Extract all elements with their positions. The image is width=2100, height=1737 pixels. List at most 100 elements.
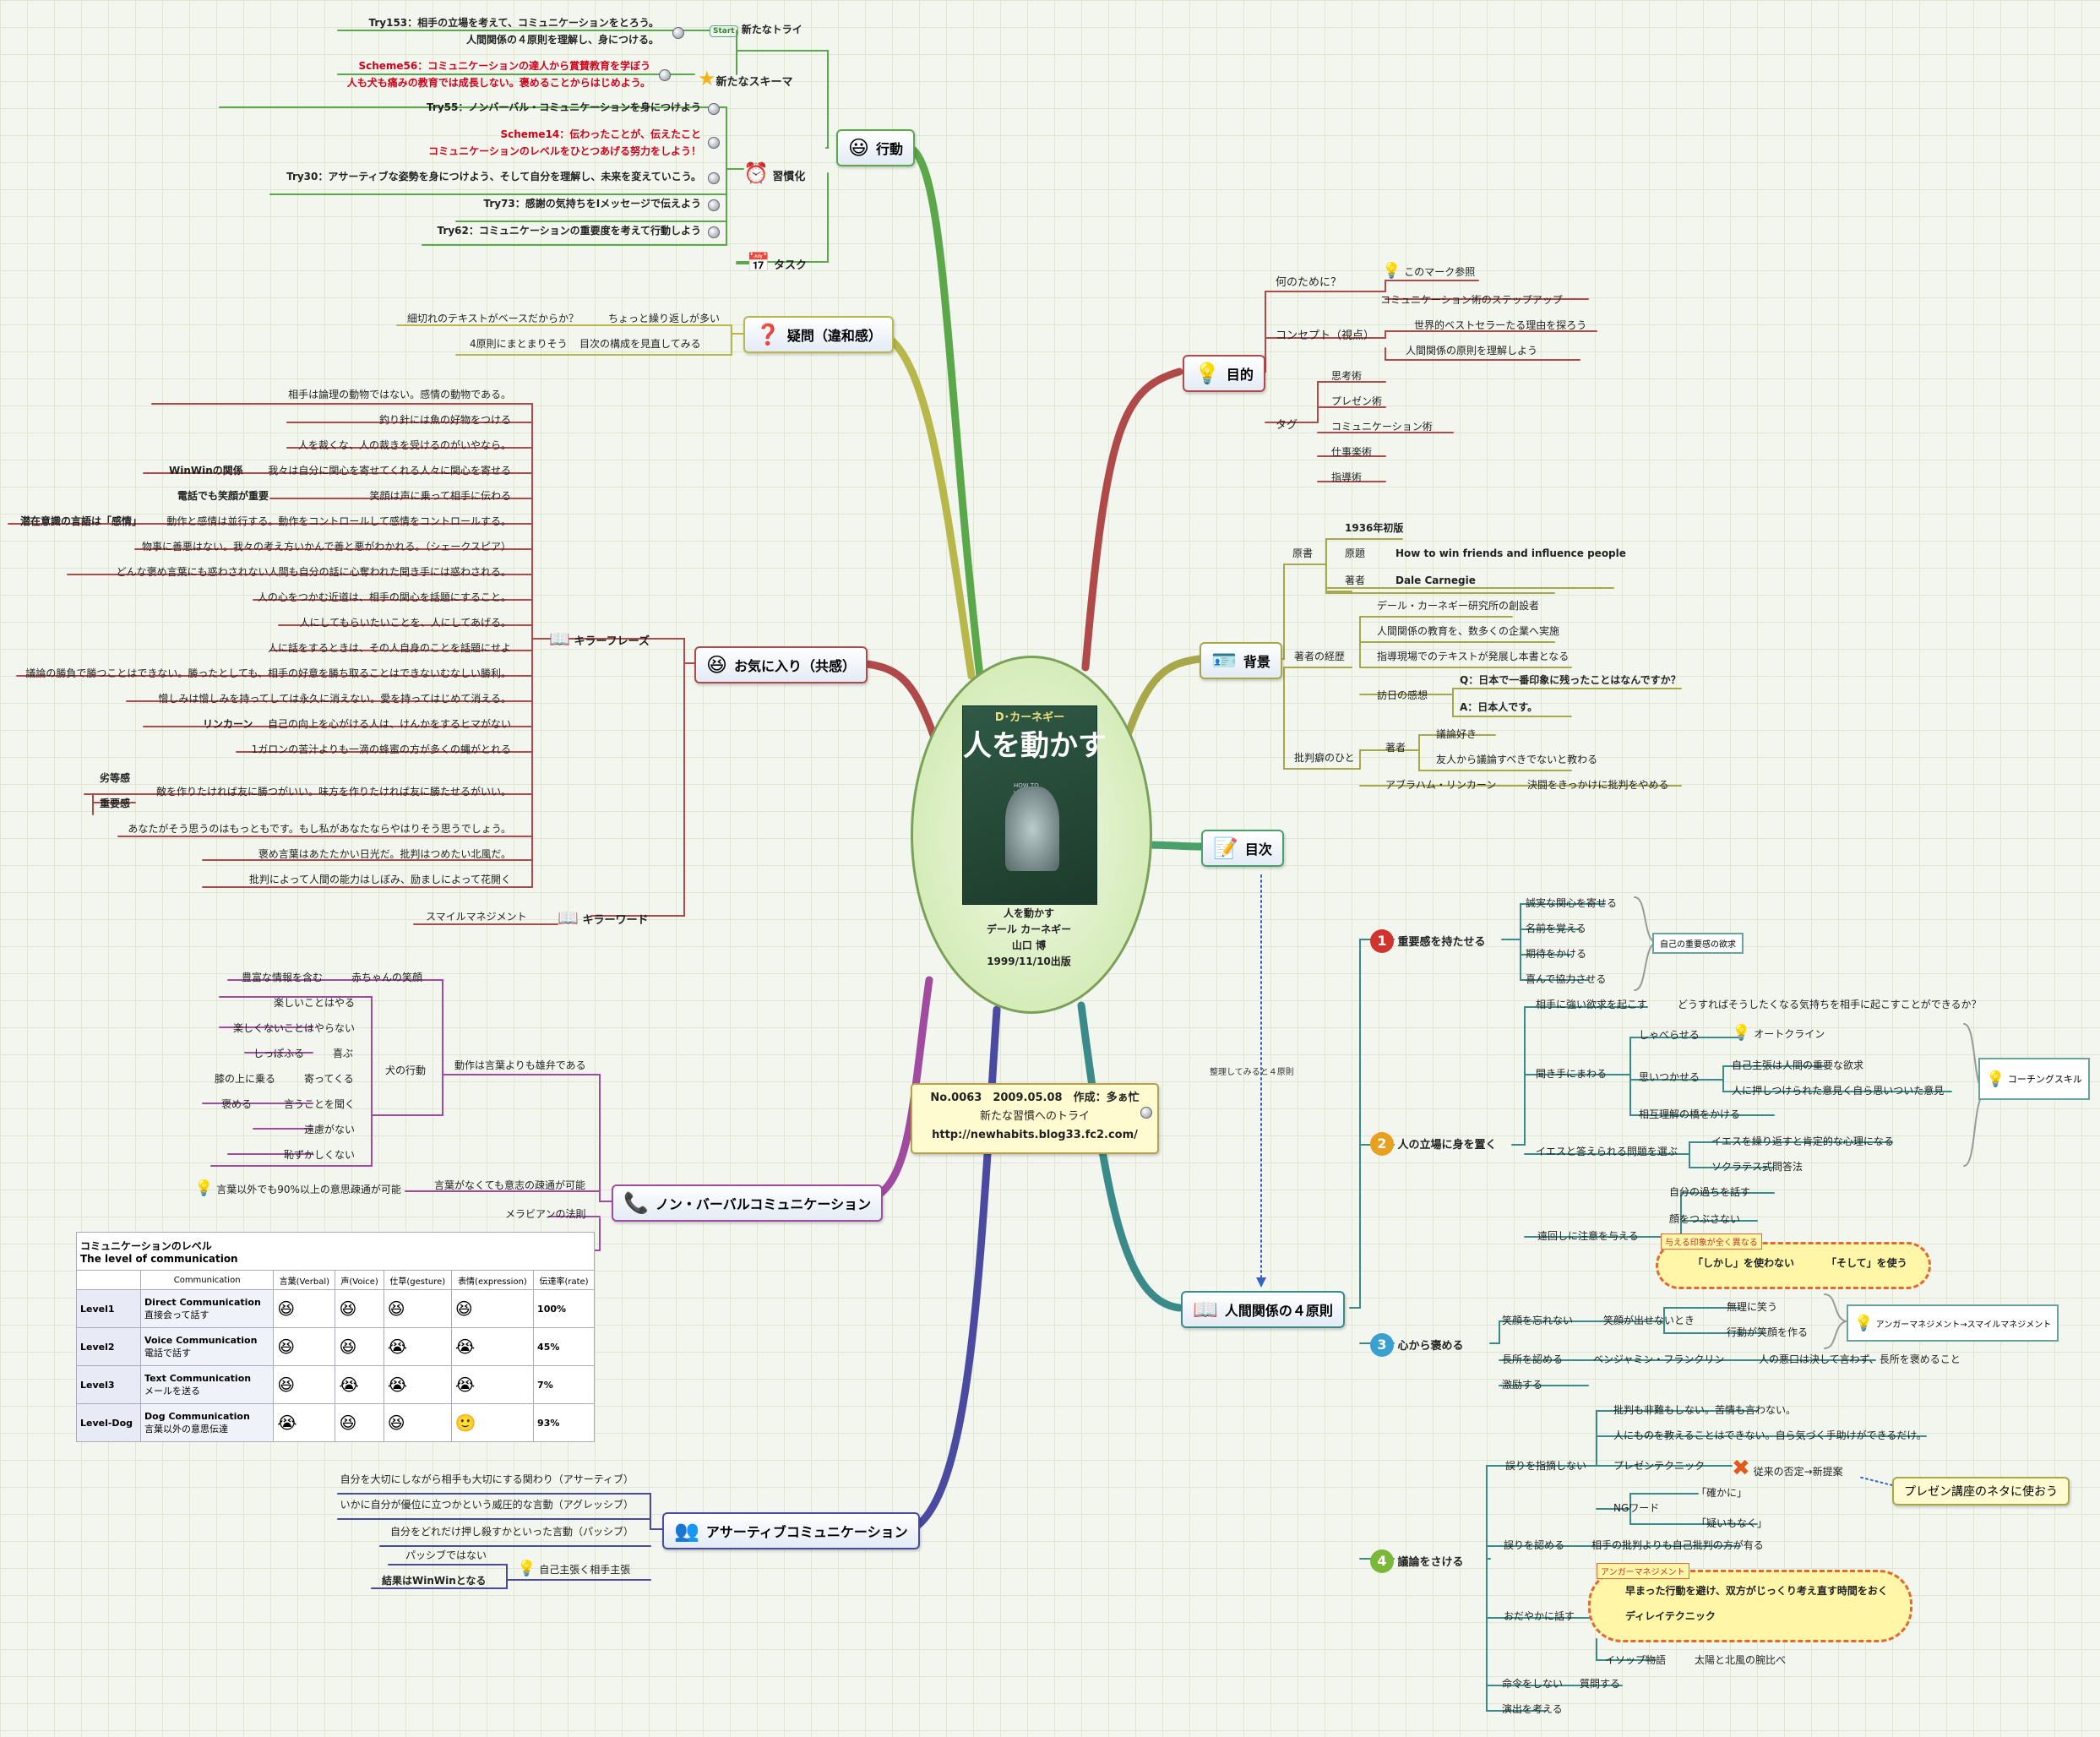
try153-line-2: 人間関係の４原則を理解し、身につける。 <box>465 34 659 46</box>
topic-background[interactable]: 🪪背景 <box>1200 642 1282 679</box>
mark: 😭 <box>335 1365 384 1404</box>
p4-anger-tag: アンガーマネジメント <box>1597 1563 1689 1579</box>
new-schema-label: ★新たなスキーマ <box>698 67 793 90</box>
level-table-title-en: The level of communication <box>80 1252 238 1265</box>
phrase-17: あなたがそう思うのはもっともです。もし私があなたならやはりそう思うでしょう。 <box>128 823 511 835</box>
mark: 😭 <box>450 1327 535 1366</box>
p3-act: 行動が笑顔を作る <box>1727 1326 1809 1338</box>
phrase-9: 人の心をつかむ近道は、相手の関心を話題にすること。 <box>257 591 511 603</box>
p2-cloud <box>1656 1242 1931 1289</box>
p2-yes-2: イエスを繰り返すと肯定的な心理になる <box>1711 1135 1894 1147</box>
book-icon: 📖 <box>1193 1298 1218 1321</box>
p1-item-4: 喜んで協力させる <box>1526 973 1607 985</box>
topic-question[interactable]: ❓疑問（違和感） <box>743 316 894 353</box>
comm-name: Voice Communication <box>144 1334 258 1346</box>
nonverbal-action: 動作は言葉よりも雄弁である <box>454 1059 586 1071</box>
presentation-note[interactable]: プレゼン講座のネタに使おう <box>1892 1477 2070 1506</box>
p4-ng: NGワード <box>1613 1502 1660 1514</box>
calendar-icon: 📅 <box>747 253 770 274</box>
p3-fake: 無理に笑う <box>1727 1301 1778 1313</box>
note-marker-icon <box>1140 1107 1152 1119</box>
p2-own: 人に押しつけられた意見く自ら思いついた意見 <box>1732 1085 1945 1097</box>
mark: 😭 <box>273 1403 336 1442</box>
scheme14-line-2: コミュニケーションのレベルをひとつあげる努力をしよう！ <box>428 145 701 157</box>
bulb-icon: 💡 <box>1194 362 1220 385</box>
dog-item-4: 喜ぶ <box>333 1048 354 1059</box>
assertive-item-3: 自分をどれだけ押し殺すかといった言動（パッシブ） <box>389 1526 634 1538</box>
mark: 😆 <box>450 1289 535 1328</box>
mark: 😆 <box>335 1289 384 1328</box>
topic-action[interactable]: 😃行動 <box>836 129 916 166</box>
book-icon: 📖 <box>549 629 570 649</box>
scheme56-line-1: Scheme56：コミュニケーションの達人から賞賛教育を学ぼう <box>358 60 650 72</box>
bg-original: 原書 <box>1292 547 1314 559</box>
bg-author: Dale Carnegie <box>1395 574 1476 586</box>
question-2-answer: 目次の構成を見直してみる <box>579 338 701 350</box>
p2-desire: 相手に強い欲求を起こす <box>1536 999 1647 1010</box>
phrase-13: 憎しみは憎しみを持ってしては永久に消えない。愛を持ってはじめて消える。 <box>158 693 511 705</box>
cross-icon: ✖ <box>1732 1456 1750 1481</box>
p4-cloud <box>1588 1570 1912 1642</box>
p4-ng-1: 「確かに」 <box>1696 1487 1748 1499</box>
bg-author-key: 著者 <box>1345 574 1366 586</box>
mehrabian: メラビアンの法則 <box>505 1208 586 1220</box>
principle-1: 1 重要感を持たせる <box>1370 929 1486 953</box>
central-line-3: 山口 博 <box>1011 939 1047 951</box>
comm-sub: 言葉以外の意思伝達 <box>144 1423 229 1435</box>
people-icon: 👥 <box>674 1519 699 1543</box>
killer-words-label: 📖 キラーワード <box>558 907 649 928</box>
baby-smile: 赤ちゃんの笑顔 <box>351 972 423 983</box>
p4-teach: 人にものを教えることはできない。自ら気づく手助けができるだけ。 <box>1613 1429 1927 1441</box>
result-winwin: 結果はWinWinとなる <box>382 1575 487 1587</box>
topic-favorite[interactable]: 😆お気に入り（共感） <box>694 646 868 683</box>
topic-four-principles[interactable]: 📖人間関係の４原則 <box>1181 1291 1345 1328</box>
p4-ng-2: 「疑いもなく」 <box>1696 1517 1768 1529</box>
ninety-percent: 💡 言葉以外でも90%以上の意思疎通が可能 <box>194 1179 401 1197</box>
purpose-concept: コンセプト（視点） <box>1276 329 1375 342</box>
note-box[interactable]: No.0063 2009.05.08 作成：多ぁ忙 新たな習慣へのトライ htt… <box>911 1083 1159 1154</box>
dog-item-7: 褒める <box>221 1098 253 1110</box>
header-verbal: 言葉(Verbal) <box>273 1270 336 1290</box>
laugh-icon: 😆 <box>706 653 728 677</box>
topic-purpose[interactable]: 💡目的 <box>1183 355 1265 392</box>
rich-info: 豊富な情報を含む <box>242 972 324 983</box>
header-communication: Communication <box>140 1270 275 1290</box>
question-icon: ❓ <box>755 323 781 346</box>
phrase-4: 我々は自分に関心を寄せてくれる人々に関心を寄せる <box>268 465 511 476</box>
phrase-16: 敵を作りたければ友に勝つがいい。味方を作りたければ友に勝たせるがいい。 <box>155 786 511 798</box>
cover-title: 人を動かす <box>963 729 1107 763</box>
p4-early: 早まった行動を避け、双方がじっくり考え直す時間をおく <box>1625 1585 1888 1597</box>
p3-franklin-2: 人の悪口は決して言わず、長所を褒めること <box>1759 1353 1961 1365</box>
bg-discuss: 議論好き <box>1436 728 1477 740</box>
phrase-8: どんな褒め言葉にも惑わされない人間も自分の話に心奪われた聞き手には惑わされる。 <box>116 566 511 578</box>
habit-label: ⏰ 習慣化 <box>743 161 806 185</box>
p4-point: 誤りを指摘しない <box>1505 1460 1587 1472</box>
p1-item-2: 名前を覚える <box>1526 923 1586 934</box>
topic-toc[interactable]: 📝目次 <box>1201 830 1284 867</box>
topic-assertive[interactable]: 👥アサーティブコミュニケーション <box>662 1512 920 1549</box>
bg-critic: 批判癖のひと <box>1294 752 1355 764</box>
anger-box: 💡 アンガーマネジメント→スマイルマネジメント <box>1847 1304 2059 1342</box>
new-try-label: Start 新たなトライ <box>710 24 802 37</box>
bg-answer: A：日本人です。 <box>1460 701 1538 713</box>
p3-cant: 笑顔が出せないとき <box>1603 1315 1695 1326</box>
topic-nonverbal[interactable]: 📞ノン・バーバルコミュニケーション <box>612 1184 884 1222</box>
career-2: 人間関係の教育を、数多くの企業へ実施 <box>1377 625 1560 637</box>
tag-2: プレゼン術 <box>1331 395 1383 407</box>
phrase-15: 1ガロンの苦汁よりも一滴の蜂蜜の方が多くの蝿がとれる <box>251 743 511 755</box>
p3-franklin: ベンジャミン・フランクリン <box>1593 1353 1725 1365</box>
stepup: コミュニケーション術のステップアップ <box>1380 294 1563 306</box>
phrase-2: 釣り針には魚の好物をつける <box>378 414 511 426</box>
header-gesture: 仕草(gesture) <box>383 1270 452 1290</box>
rate: 100% <box>533 1289 595 1328</box>
phrase-5: 笑顔は声に乗って相手に伝わる <box>369 490 511 502</box>
rate: 7% <box>533 1365 595 1404</box>
dog-item-9: 遠慮がない <box>304 1124 356 1135</box>
phrase-7: 物事に善悪はない。我々の考え方いかんで善と悪がわかれる。（シェークスピア） <box>141 541 511 553</box>
mark: 😆 <box>273 1365 336 1404</box>
question-2: 4原則にまとまりそう <box>470 338 568 350</box>
bg-question: Q：日本で一番印象に残ったことはなんですか？ <box>1460 674 1681 686</box>
card-icon: 🪪 <box>1211 649 1237 672</box>
p1-box: 自己の重要感の欲求 <box>1652 933 1744 954</box>
